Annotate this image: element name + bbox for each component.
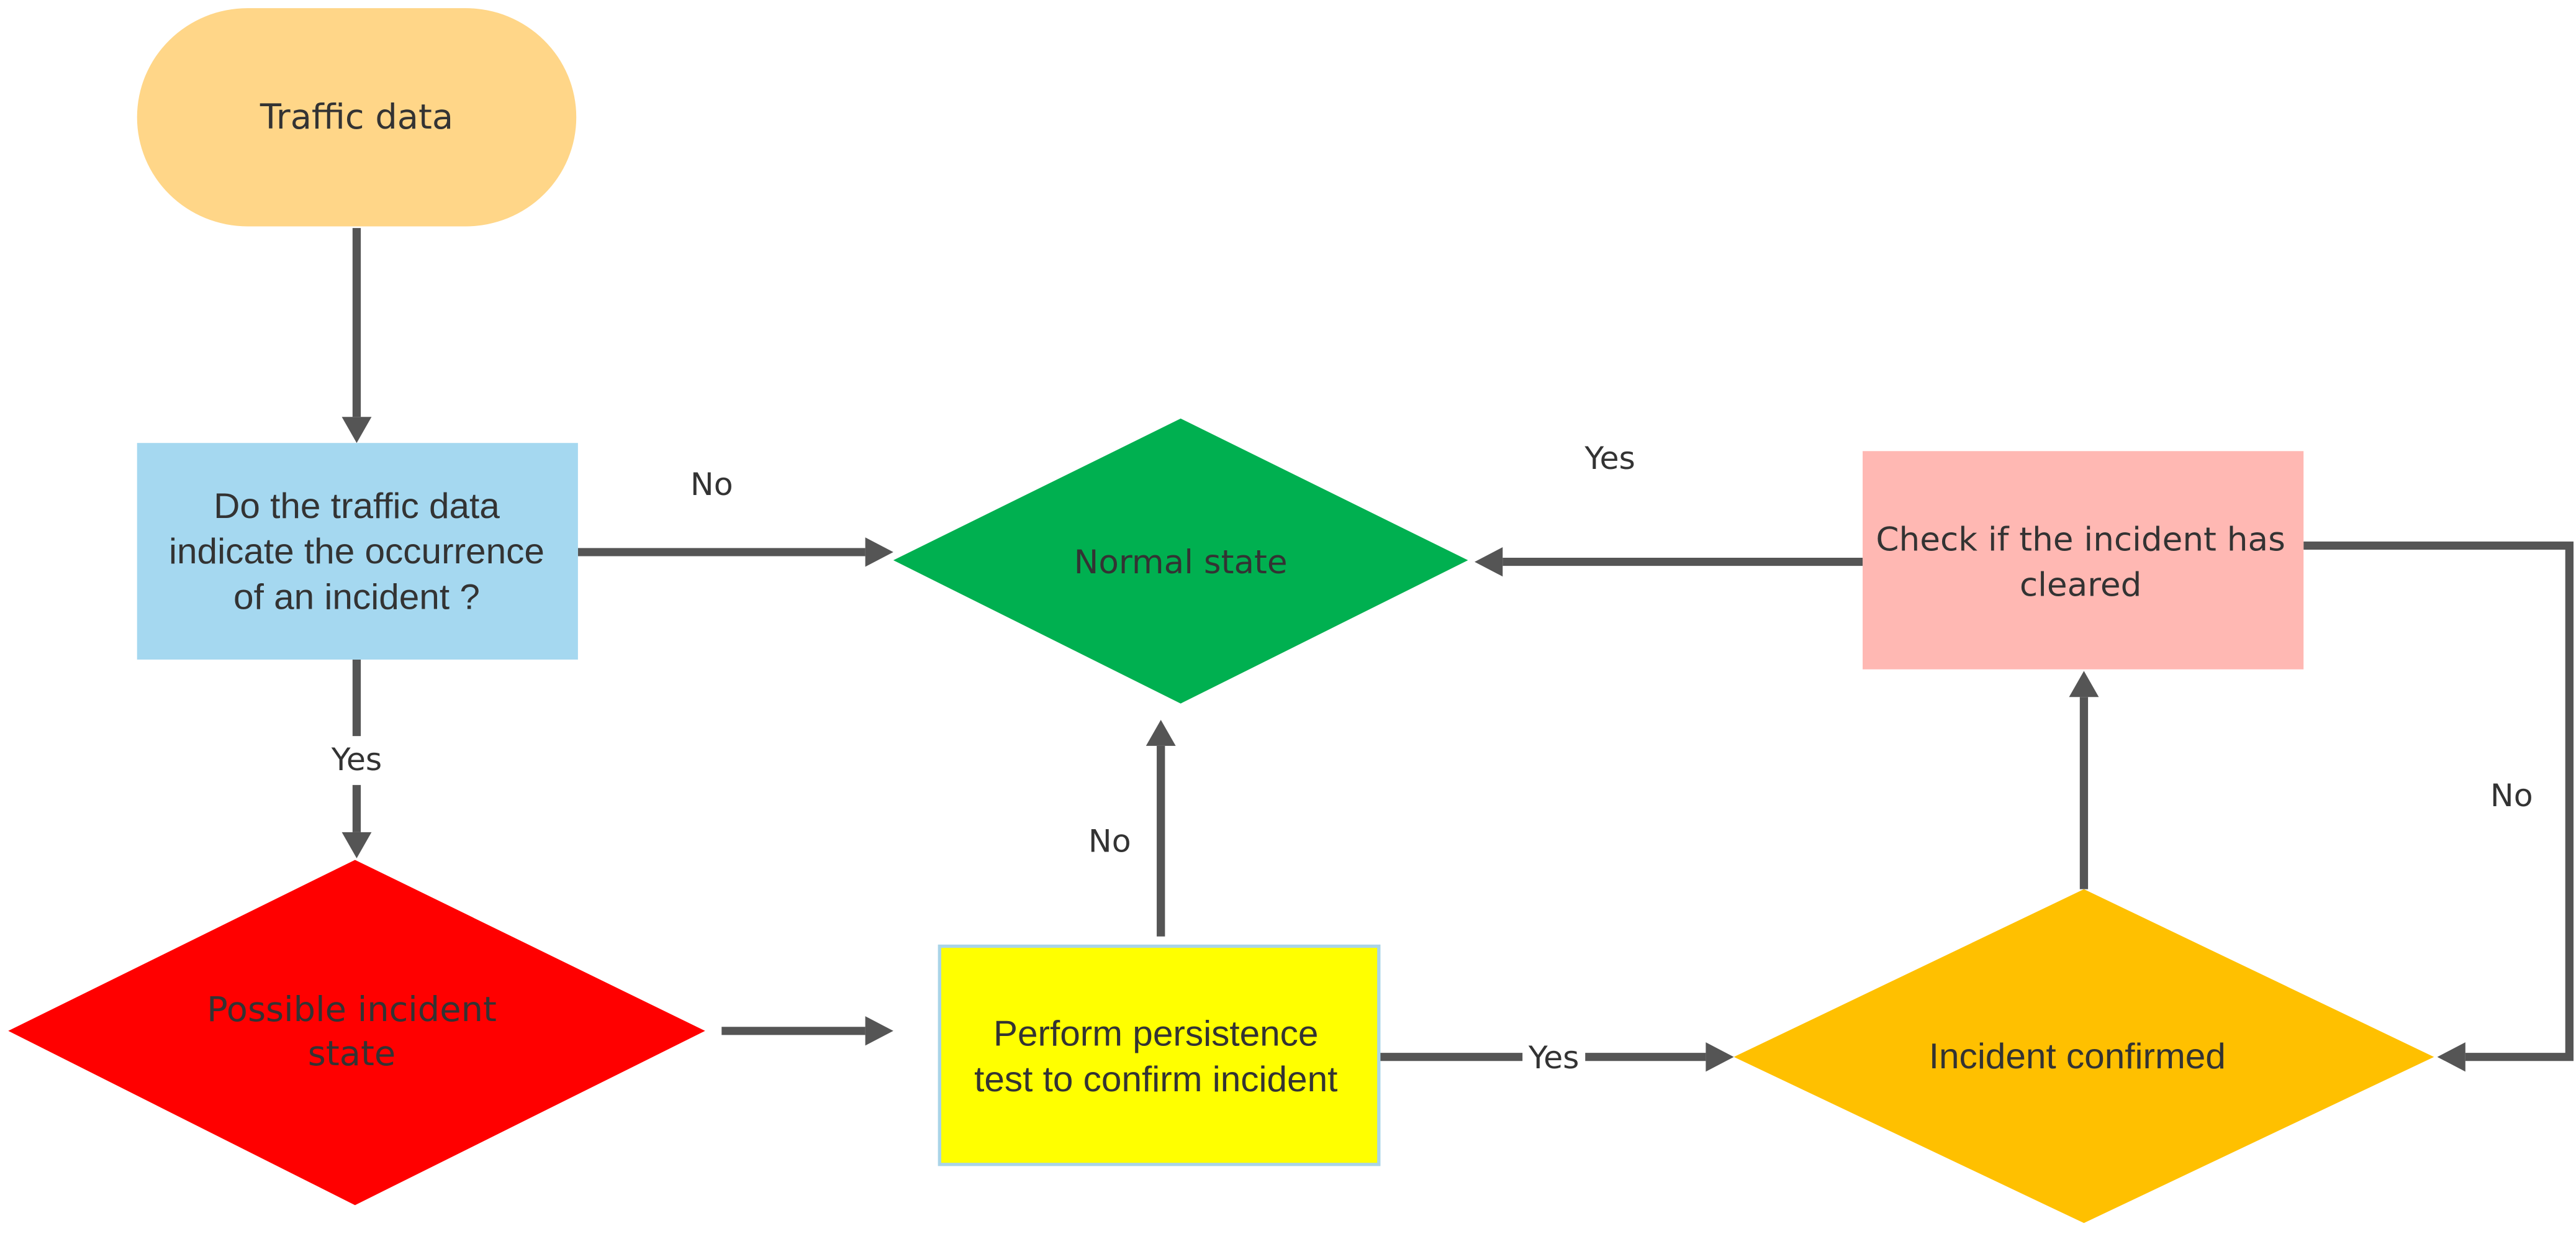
decision-shape (893, 418, 1468, 704)
traffic-data-label: Traffic data (260, 98, 453, 138)
edge-label-test-to-normal: No (1088, 823, 1131, 860)
node-possible-incident: Possible incident state (8, 860, 705, 1206)
edge-test-to-confirmed (1378, 1042, 1734, 1072)
edge-check-to-possible (341, 659, 372, 858)
node-persistence-test: Perform persistence test to confirm inci… (938, 944, 1381, 1166)
edge-label-cleared-to-confirmed: No (2490, 777, 2533, 814)
edge-check-to-normal (577, 537, 893, 567)
process-shape (938, 944, 1381, 1166)
edge-label-check-to-normal: No (690, 466, 733, 502)
edge-label-cleared-to-normal: Yes (1584, 440, 1635, 476)
decision-shape (1733, 889, 2434, 1224)
process-shape (1863, 451, 2304, 670)
process-shape (137, 443, 578, 660)
decision-shape (8, 860, 705, 1206)
terminator-shape (137, 8, 577, 227)
node-incident-confirmed: Incident confirmed (1733, 889, 2434, 1224)
edge-cleared-to-normal (1475, 547, 1863, 577)
check-data-label-line3: of an incident ? (233, 577, 480, 617)
node-traffic-data: Traffic data (137, 8, 577, 227)
possible-incident-label-line2: state (308, 1034, 395, 1074)
check-data-label-line2: indicate the occurrence (169, 532, 545, 572)
check-data-label-line1: Do the traffic data (214, 486, 500, 526)
edge-test-to-normal (1146, 719, 1176, 937)
node-normal-state: Normal state (893, 418, 1468, 704)
edge-cleared-to-confirmed (2303, 541, 2574, 1072)
node-check-cleared: Check if the incident has cleared (1863, 451, 2304, 670)
check-cleared-label-line2: cleared (2020, 566, 2141, 604)
edge-confirmed-to-cleared (2069, 671, 2099, 889)
persistence-test-label-line1: Perform persistence (993, 1014, 1318, 1054)
persistence-test-label-line2: test to confirm incident (974, 1059, 1337, 1099)
edge-possible-to-test (721, 1016, 893, 1046)
edge-traffic-to-check (341, 228, 372, 443)
incident-confirmed-label: Incident confirmed (1929, 1036, 2226, 1076)
node-check-traffic-data: Do the traffic data indicate the occurre… (137, 443, 578, 660)
check-cleared-label-line1: Check if the incident has (1876, 521, 2285, 559)
edge-label-check-to-possible: Yes (331, 742, 382, 778)
normal-state-label: Normal state (1074, 543, 1288, 581)
possible-incident-label-line1: Possible incident (207, 990, 497, 1030)
edge-label-test-to-confirmed: Yes (1528, 1039, 1579, 1076)
